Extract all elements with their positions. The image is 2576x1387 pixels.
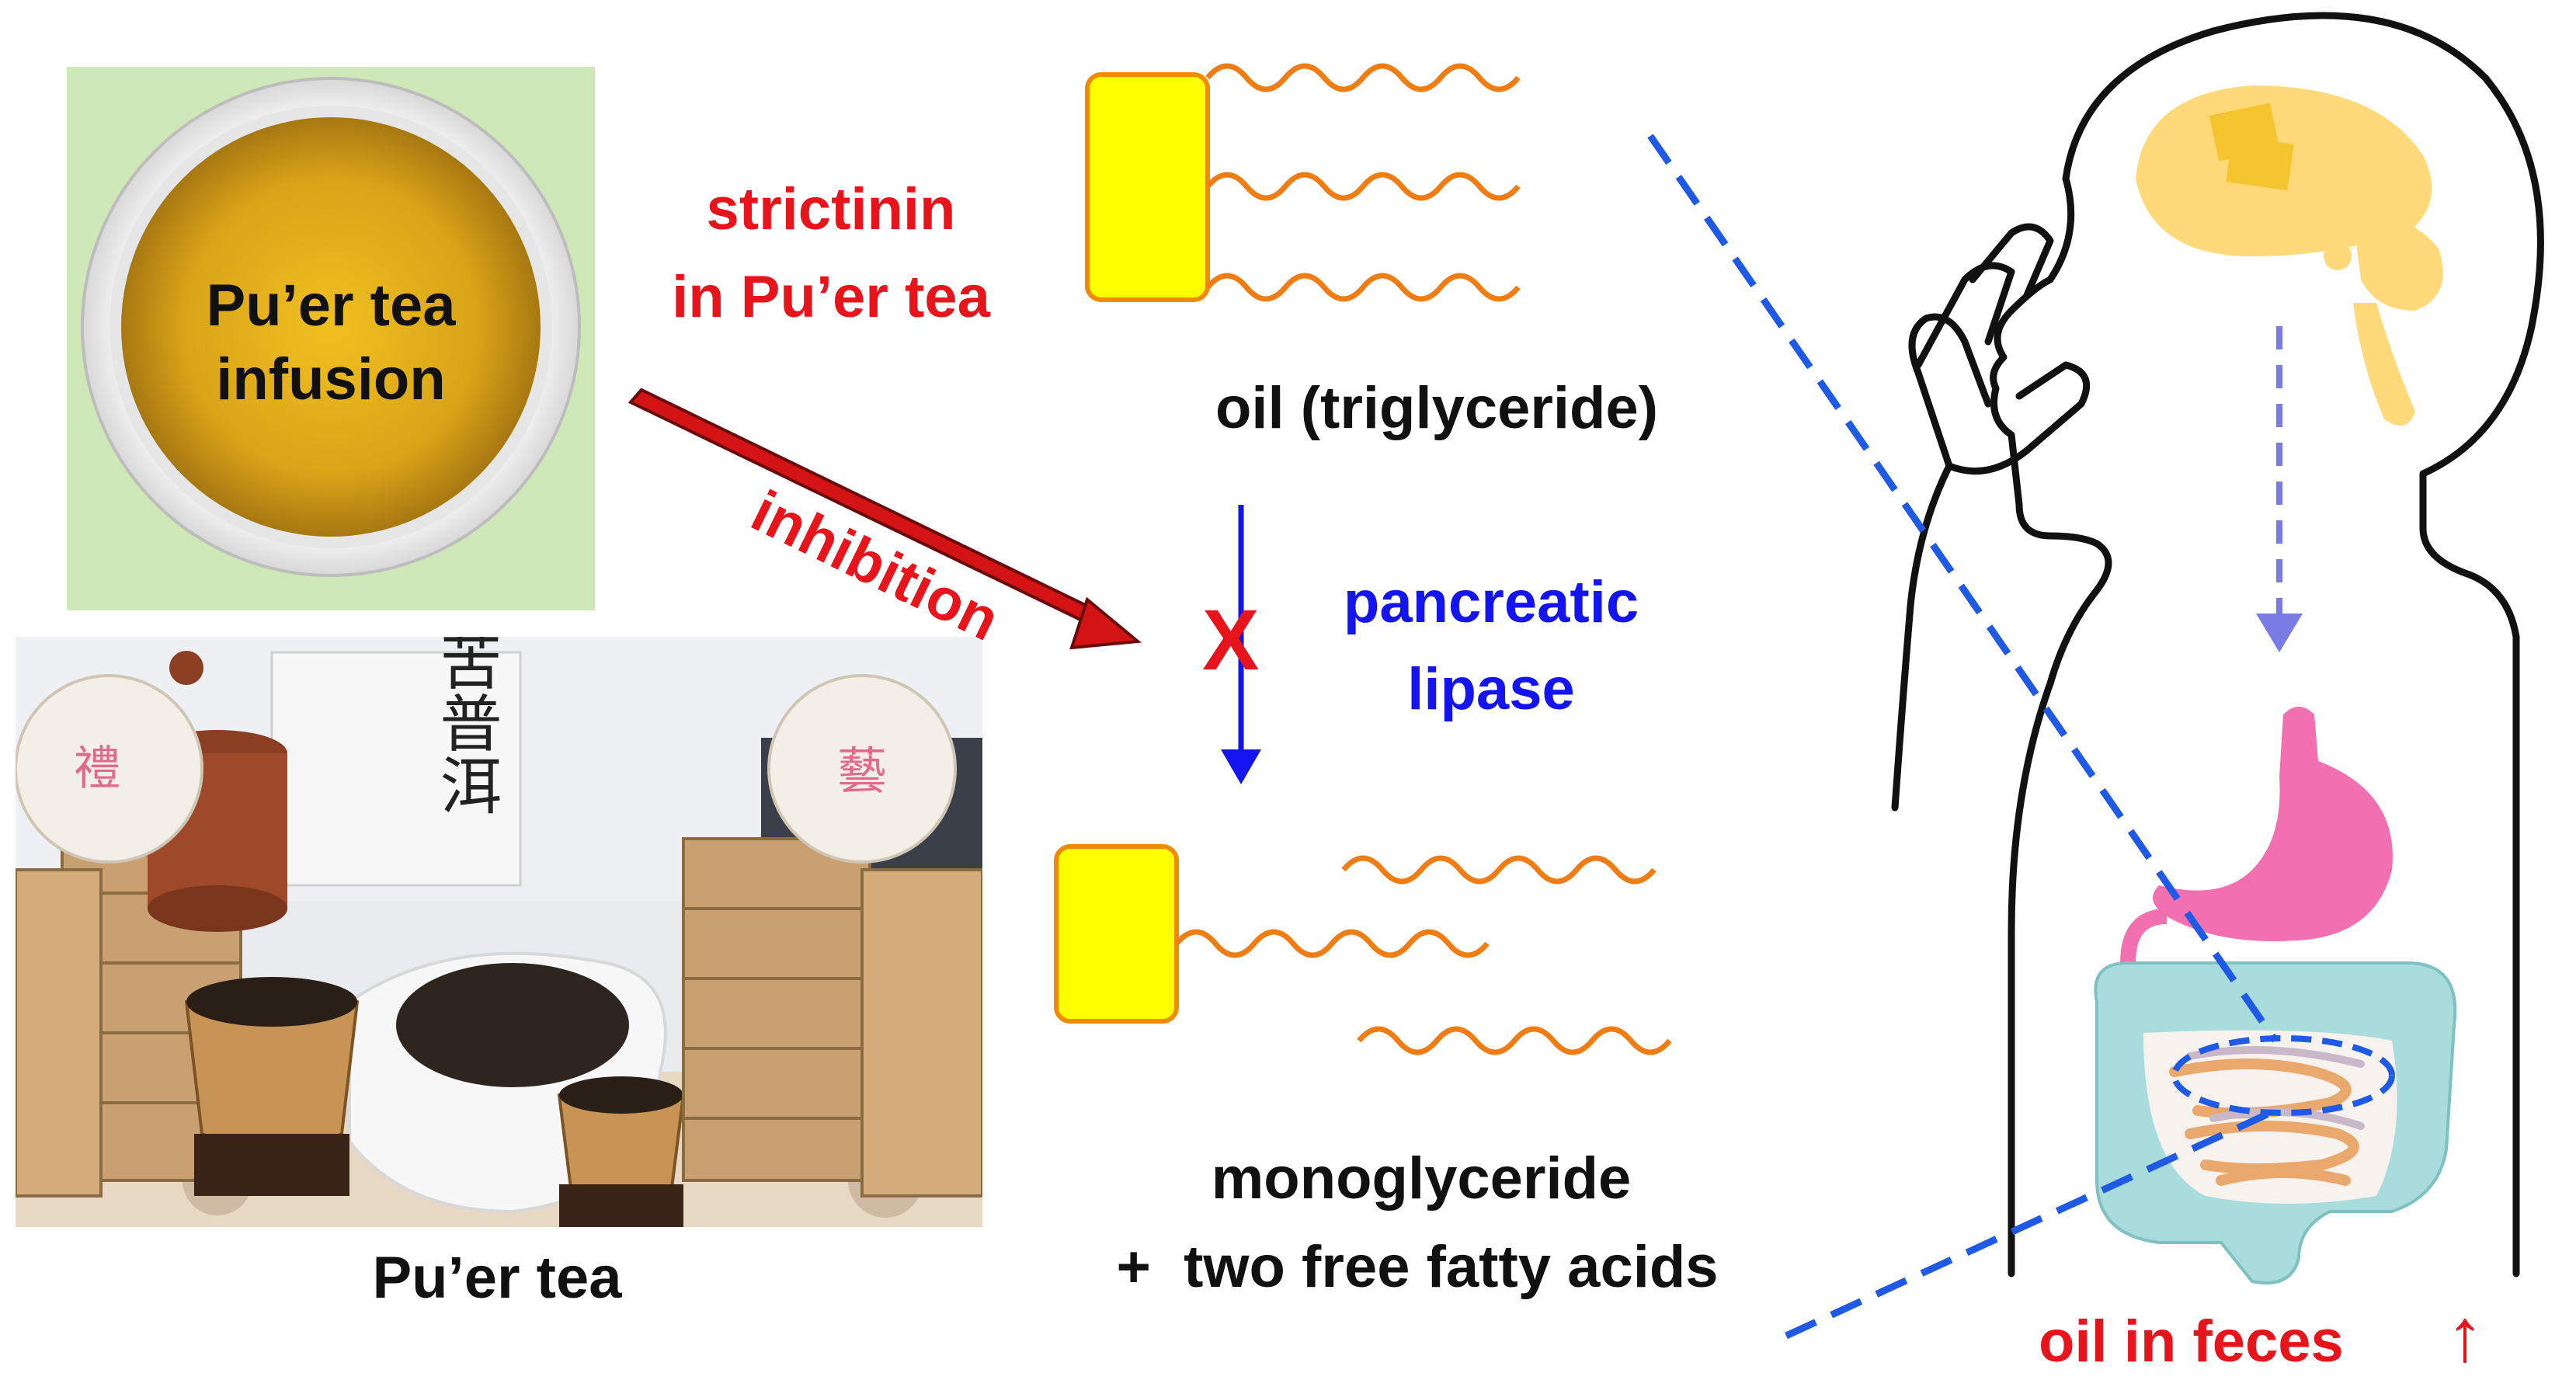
stomach-illustration [2153, 707, 2393, 941]
lipase-block-mark: X [1202, 593, 1260, 688]
triglyceride-molecule [1085, 63, 1521, 302]
strictinin-label: strictinin [706, 176, 956, 242]
increase-arrow: ↑ [2446, 1294, 2484, 1377]
oil-in-feces-label: oil in feces [2039, 1309, 2344, 1375]
monoglyceride-molecule [1054, 844, 1490, 1024]
tea-infusion-image: Pu’er tea infusion [67, 67, 595, 610]
strictinin-source-label: in Pu’er tea [672, 264, 990, 330]
brain-illustration [2136, 85, 2443, 426]
absorption-site-highlight [2171, 1035, 2395, 1116]
tea-infusion-label-line2: infusion [216, 346, 446, 412]
glycerol-backbone-bottom [1054, 844, 1179, 1024]
free-fatty-acids-label: + two free fatty acids [1116, 1234, 1719, 1300]
free-fatty-acid-2 [1357, 1026, 1672, 1055]
bound-fatty-acid-chain [1174, 929, 1490, 958]
puer-tea-photo: 禮 苦普洱 藝 [16, 637, 982, 1227]
intestine-illustration [2094, 961, 2457, 1284]
right-cake-seal: 藝 [837, 743, 887, 801]
tea-cup-illustration [81, 77, 581, 577]
zoom-line-top [1647, 134, 2279, 1043]
left-cake-seal: 禮 [74, 742, 120, 796]
triglyceride-label: oil (triglyceride) [1215, 375, 1659, 441]
fatty-acid-chain-2 [1205, 172, 1521, 201]
fatty-acid-chain-3 [1205, 273, 1521, 302]
pancreatic-lipase-label-line1: pancreatic [1343, 569, 1639, 635]
glycerol-backbone-top [1085, 72, 1210, 302]
fatty-acid-chain-1 [1205, 63, 1521, 92]
sign-text: 苦普洱 [430, 637, 502, 815]
monoglyceride-label: monoglyceride [1211, 1145, 1632, 1211]
inhibition-arrow [627, 388, 1142, 650]
pancreatic-lipase-label-line2: lipase [1407, 656, 1575, 722]
puer-tea-caption: Pu’er tea [372, 1245, 622, 1311]
lipase-reaction-arrow [1221, 505, 1261, 784]
free-fatty-acid-1 [1341, 855, 1656, 885]
tea-infusion-label-line1: Pu’er tea [206, 273, 456, 339]
human-body-outline [1990, 12, 2544, 1278]
hand-outline [1891, 223, 2091, 812]
zoom-line-bottom [1785, 1107, 2277, 1340]
brain-gut-arrow [2256, 326, 2303, 652]
puer-tea-display-illustration: 禮 苦普洱 藝 [16, 637, 982, 1227]
